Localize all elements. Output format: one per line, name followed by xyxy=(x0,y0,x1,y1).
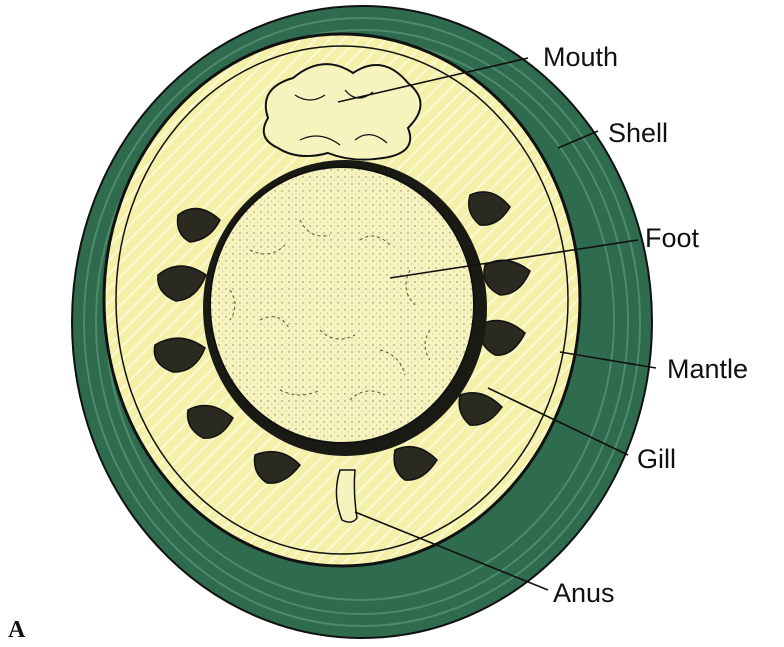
shell-label: Shell xyxy=(608,118,668,148)
anus-label: Anus xyxy=(553,578,615,608)
foot xyxy=(203,160,487,456)
foot-label: Foot xyxy=(645,223,700,253)
mantle-label: Mantle xyxy=(667,354,748,384)
anus xyxy=(336,470,357,522)
panel-letter: A xyxy=(8,617,26,643)
mouth-label: Mouth xyxy=(543,42,618,72)
gill-label: Gill xyxy=(637,444,676,474)
